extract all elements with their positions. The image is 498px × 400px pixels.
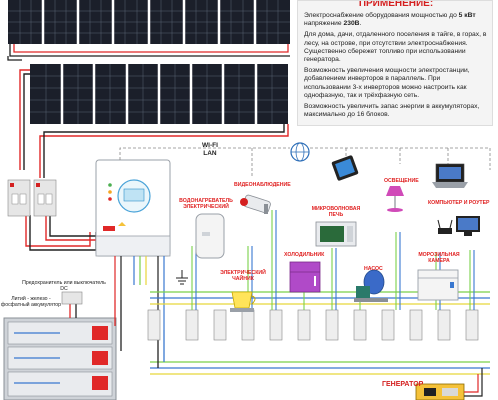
fridge-icon [289,261,321,293]
battery-stack [3,317,117,400]
fridge-label: ХОЛОДИЛЬНИК [284,252,325,258]
info-paragraph-storage: Возможность увеличить запас энергии в ак… [304,103,480,119]
solar-panel-array-top [8,0,290,44]
ac-breakers [147,309,479,341]
info-paragraph-power-text-2: напряжение [304,20,344,28]
info-paragraph-power: Электроснабжение оборудования мощностью … [304,12,488,28]
globe-icon [290,142,310,162]
info-panel: ПРИМЕНЕНИЕ: Электроснабжение оборудовани… [297,0,493,126]
info-voltage-value: 230В [343,20,360,28]
generator-label: ГЕНЕРАТОР [382,381,424,388]
cctv-camera-icon [240,194,271,214]
lan-label: LAN [203,150,217,157]
info-paragraph-usage: Для дома, дачи, отдаленного поселения в … [304,31,487,64]
info-paragraph-power-text: Электроснабжение оборудования мощностью … [304,12,459,19]
cctv-label: ВИДЕОНАБЛЮДЕНИЕ [234,182,291,188]
kettle-icon [230,291,256,312]
microwave-icon [315,221,357,247]
dc-fuse [61,291,83,305]
info-paragraph-power-text-3: . [359,20,362,28]
water-heater-icon [195,213,225,259]
pump-label: НАСОС [364,266,383,272]
laptop-icon [432,163,468,188]
wifi-label: WI-FI [202,142,218,149]
inverter-bottom-wires [114,256,165,330]
freezer-icon [417,269,459,301]
freezer-label: МОРОЗИЛЬНАЯ КАМЕРА [418,252,460,264]
panel-interconnect-wires [7,44,290,61]
computer-router-icon [437,216,480,236]
computer-label: КОМПЬЮТЕР И РОУТЕР [428,200,490,206]
wifi-lan-lines [119,147,491,178]
battery-label: Литий - железо - фосфатный аккумулятор [0,296,62,308]
water-heater-label: ВОДОНАГРЕВАТЕЛЬ ЭЛЕКТРИЧЕСКИЙ [179,198,233,210]
info-panel-title: ПРИМЕНЕНИЕ: [358,0,434,9]
smartphone-icon [331,155,359,181]
water-pump-icon [354,269,388,302]
generator-wires [464,368,483,397]
lighting-label: ОСВЕЩЕНИЕ [384,178,419,184]
lamp-icon [386,186,404,212]
ground-symbol-icon [176,270,188,285]
dc-breaker-group [7,179,57,217]
info-power-value: 5 кВт [458,12,476,19]
fuse-label: Предохранитель или выключатель DC [22,280,106,292]
network-label: WI-FI LAN [202,142,218,158]
hybrid-inverter [95,159,171,257]
battery-wires [69,300,122,351]
info-paragraph-parallel: Возможность увеличения мощности электрос… [304,67,470,99]
solar-panel-array-bottom [30,64,288,124]
microwave-label: МИКРОВОЛНОВАЯ ПЕЧЬ [311,206,361,218]
kettle-label: ЭЛЕКТРИЧЕСКИЙ ЧАЙНИК [220,270,266,282]
